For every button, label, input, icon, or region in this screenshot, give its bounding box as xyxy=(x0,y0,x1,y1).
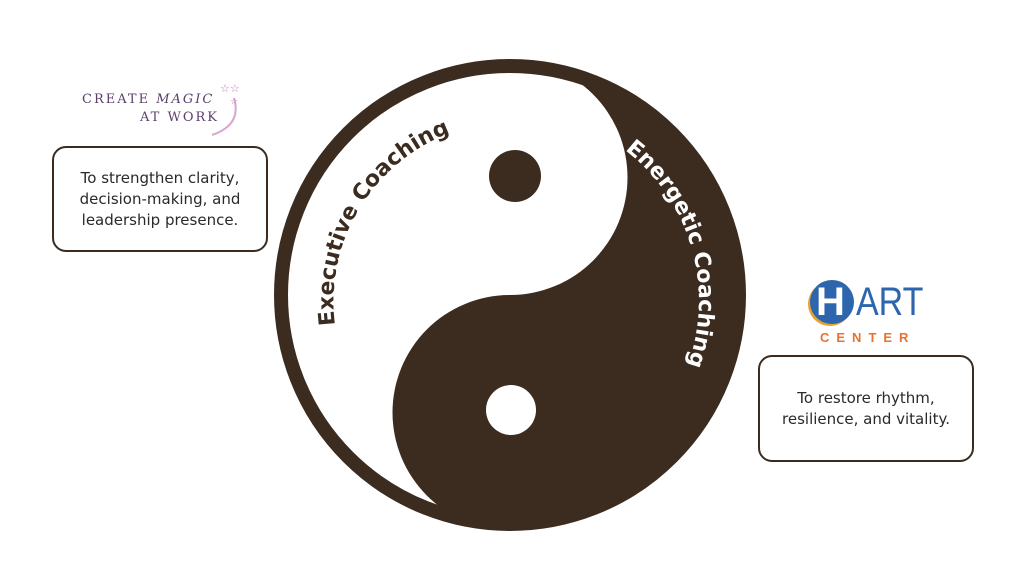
description-text: To strengthen clarity, decision-making, … xyxy=(79,168,241,229)
logo-text: ART xyxy=(856,280,924,324)
energetic-coaching-description: To restore rhythm, resilience, and vital… xyxy=(758,355,974,462)
heart-center-logo: H ART CENTER xyxy=(806,278,936,350)
logo-text: AT WORK xyxy=(140,110,219,125)
logo-text: H xyxy=(816,280,845,324)
svg-text:☆: ☆ xyxy=(230,97,238,107)
white-dot xyxy=(486,385,536,435)
logo-text: CENTER xyxy=(820,330,916,345)
logo-text: CREATE xyxy=(82,92,151,107)
create-magic-at-work-logo: ☆☆ ☆ CREATE MAGIC AT WORK xyxy=(82,80,242,140)
description-text: To restore rhythm, resilience, and vital… xyxy=(782,388,950,428)
dark-dot xyxy=(489,150,541,202)
svg-text:☆☆: ☆☆ xyxy=(220,82,240,95)
logo-text: MAGIC xyxy=(156,92,215,107)
yin-yang-dark-half xyxy=(392,60,745,530)
executive-coaching-description: To strengthen clarity, decision-making, … xyxy=(52,146,268,252)
stars-swoosh-icon: ☆☆ ☆ xyxy=(211,82,240,136)
